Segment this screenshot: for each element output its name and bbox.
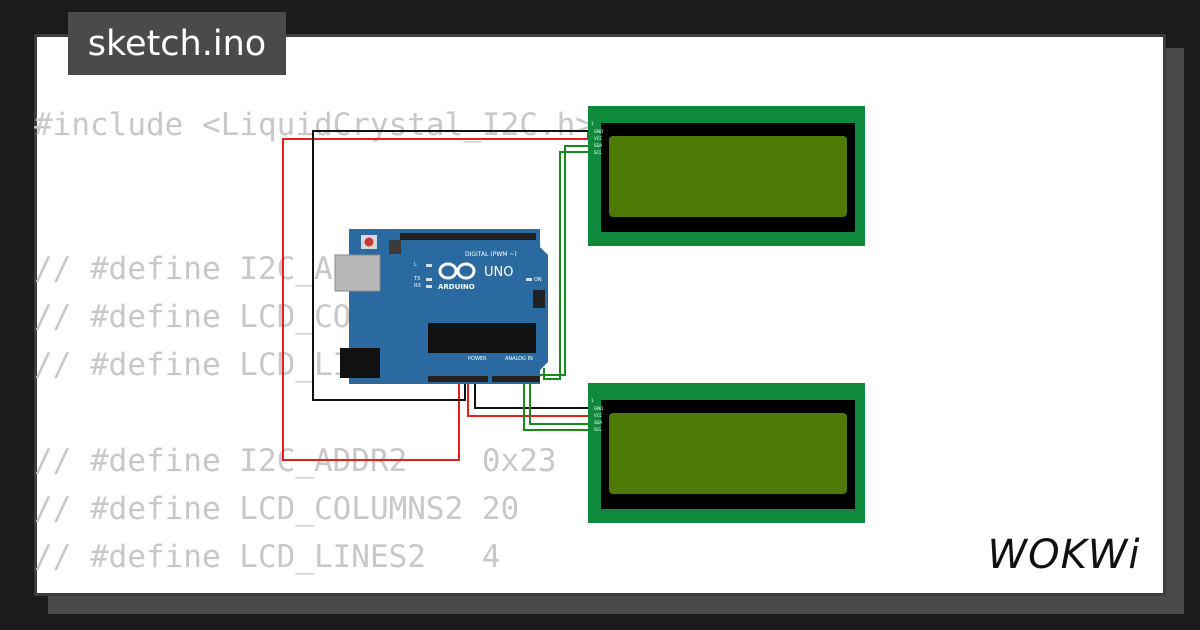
- power-jack: [340, 348, 380, 378]
- digital-label: DIGITAL (PWM ~): [465, 251, 517, 258]
- lcd-pin-label: SCL: [594, 427, 602, 432]
- lcd-pin-label: VCC: [594, 413, 603, 418]
- arduino-logo-icon: [438, 262, 476, 280]
- microcontroller-chip: [428, 323, 536, 353]
- lcd-pin-label: VCC: [594, 136, 603, 141]
- board-model: UNO: [484, 265, 513, 280]
- wokwi-logo-text: WOKWi: [988, 532, 1141, 578]
- icsp-header: [533, 290, 545, 308]
- file-tab[interactable]: sketch.ino: [68, 12, 286, 75]
- led-label-on: ON: [534, 277, 542, 283]
- code-line: #include <LiquidCrystal_I2C.h>: [34, 107, 594, 143]
- lcd-screen: [609, 136, 847, 217]
- code-line: // #define I2C_ADDR2 0x23: [34, 443, 557, 479]
- usb-connector: [334, 254, 381, 292]
- lcd-pin-label: SCL: [594, 150, 602, 155]
- lcd-pin-label: 1: [591, 121, 594, 126]
- power-label: POWER: [468, 356, 487, 362]
- code-preview: #include <LiquidCrystal_I2C.h> // #defin…: [34, 101, 594, 581]
- wire-red-vcc: [467, 380, 588, 417]
- wire-green-scl1: [543, 151, 590, 380]
- led-label-l: L: [414, 262, 417, 268]
- lcd-pin-label: GND: [594, 406, 603, 411]
- lcd-pin-label: SDA: [594, 420, 603, 425]
- lcd-screen: [609, 413, 847, 494]
- icsp-header-2: [389, 240, 401, 254]
- file-tab-label: sketch.ino: [87, 23, 267, 64]
- code-line: // #define LCD_COLUMNS2 20: [34, 491, 520, 527]
- lcd-pin-label: GND: [594, 129, 603, 134]
- led-label-rx: RX: [414, 283, 421, 289]
- lcd-display-2[interactable]: 1 GND VCC SDA SCL: [588, 383, 865, 523]
- wire-green-sda2: [529, 380, 590, 425]
- lcd-display-1[interactable]: 1 GND VCC SDA SCL: [588, 106, 865, 246]
- digital-header: [400, 233, 536, 240]
- lcd-pin-label: SDA: [594, 143, 603, 148]
- wokwi-logo: WOKWi: [988, 532, 1141, 578]
- arduino-board[interactable]: DIGITAL (PWM ~) UNO ARDUINO L TX RX ON P…: [334, 229, 548, 384]
- wire-green-scl2: [523, 380, 590, 431]
- board-brand: ARDUINO: [438, 283, 475, 291]
- lcd-pin-label: 1: [591, 398, 594, 403]
- analog-label: ANALOG IN: [505, 356, 533, 362]
- code-line: // #define LCD_LINES2 4: [34, 539, 501, 575]
- power-header: [428, 376, 488, 382]
- wire-black-gnd2: [474, 380, 588, 409]
- wire-black-gnd1: [312, 130, 588, 401]
- led-label-tx: TX: [413, 276, 421, 282]
- analog-header: [492, 376, 540, 382]
